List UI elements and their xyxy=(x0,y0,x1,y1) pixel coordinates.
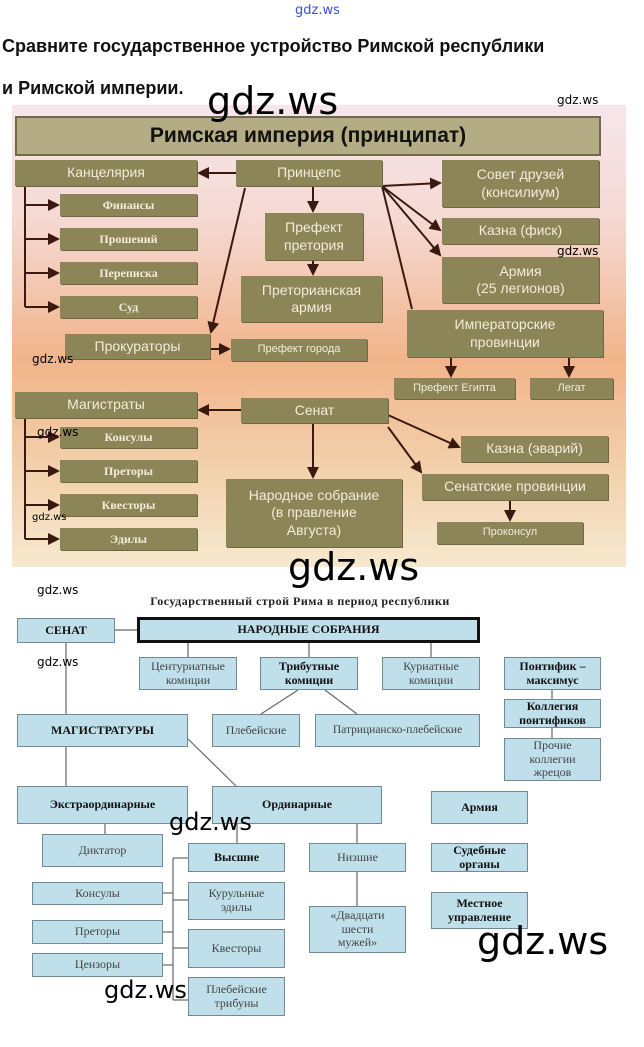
republic-title: Государственный строй Рима в период респ… xyxy=(150,594,450,608)
box-censors: Цензоры xyxy=(32,953,163,977)
watermark: gdz.ws xyxy=(32,512,67,523)
box-senate-provinces: Сенатские провинции xyxy=(422,474,608,500)
watermark: gdz.ws xyxy=(477,919,609,963)
watermark: gdz.ws xyxy=(104,976,187,1004)
box-senate: Сенат xyxy=(241,398,388,423)
box-higher: Высшие xyxy=(188,843,285,872)
watermark: gdz.ws xyxy=(37,583,79,597)
question-line-1: Сравните государственное устройство Римс… xyxy=(2,36,545,56)
box-council-of-friends: Совет друзей (консилиум) xyxy=(442,160,599,207)
box-magistracies: МАГИСТРАТУРЫ xyxy=(17,714,188,747)
box-quaestors: Квесторы xyxy=(60,494,197,516)
box-rep-quaestors: Квесторы xyxy=(188,929,285,968)
box-consuls: Консулы xyxy=(60,427,197,448)
box-college: Коллегия понтификов xyxy=(504,699,601,728)
watermark: gdz.ws xyxy=(37,425,79,439)
box-courts: Судебные органы xyxy=(431,843,528,872)
box-petitions: Прошений xyxy=(60,228,197,250)
box-court: Суд xyxy=(60,296,197,318)
box-finances: Финансы xyxy=(60,194,197,216)
watermark: gdz.ws xyxy=(169,808,252,836)
box-procurators: Прокураторы xyxy=(65,334,210,359)
box-plebeian-tribunes: Плебейские трибуны xyxy=(188,977,285,1016)
box-assemblies: НАРОДНЫЕ СОБРАНИЯ xyxy=(137,617,480,643)
box-twenty-six-men: «Двадцати шести мужей» xyxy=(309,906,406,953)
watermark: gdz.ws xyxy=(288,545,420,589)
box-other-colleges: Прочие коллегии жрецов xyxy=(504,738,601,781)
empire-title: Римская империя (принципат) xyxy=(15,116,601,156)
box-praetorian-prefect: Префект претория xyxy=(265,213,363,260)
watermark: gdz.ws xyxy=(207,79,339,123)
box-curule-aediles: Курульные эдилы xyxy=(188,882,285,920)
box-dictator: Диктатор xyxy=(42,834,163,867)
box-fisk: Казна (фиск) xyxy=(442,218,599,244)
box-people-assembly: Народное собрание (в правление Августа) xyxy=(226,479,402,547)
box-praetors: Преторы xyxy=(60,460,197,482)
box-chancellery: Канцелярия xyxy=(15,160,197,186)
box-rep-army: Армия xyxy=(431,791,528,824)
watermark: gdz.ws xyxy=(37,655,79,669)
box-army: Армия (25 легионов) xyxy=(442,257,599,303)
box-pontifex: Понтифик – максимус xyxy=(504,657,601,690)
watermark-top[interactable]: gdz.ws xyxy=(295,3,340,18)
box-lower: Низшие xyxy=(309,843,406,872)
box-magistrates: Магистраты xyxy=(15,392,197,418)
box-rep-praetors: Преторы xyxy=(32,920,163,944)
box-princeps: Принцепс xyxy=(236,160,382,186)
box-centuriate: Центуриатные комиции xyxy=(139,657,237,690)
box-plebeian: Плебейские xyxy=(212,714,300,747)
question-line-2: и Римской империи. xyxy=(2,78,184,98)
box-praetorian-army: Преторианская армия xyxy=(241,276,382,322)
box-curiate: Куриатные комиции xyxy=(382,657,480,690)
box-rep-senate: СЕНАТ xyxy=(17,618,115,643)
box-extraordinary: Экстраординарные xyxy=(17,786,188,824)
watermark: gdz.ws xyxy=(557,93,599,107)
box-legate: Легат xyxy=(530,378,613,399)
watermark: gdz.ws xyxy=(32,352,74,366)
box-correspondence: Переписка xyxy=(60,262,197,284)
box-patrician-plebeian: Патрицианско-плебейские xyxy=(315,714,480,747)
watermark: gdz.ws xyxy=(557,244,599,258)
box-ordinary: Ординарные xyxy=(212,786,382,824)
box-tribute: Трибутные комиции xyxy=(260,657,358,690)
box-egypt-prefect: Префект Египта xyxy=(394,378,515,399)
box-city-prefect: Префект города xyxy=(231,339,367,361)
box-aerarium: Казна (эварий) xyxy=(461,436,608,462)
box-aediles: Эдилы xyxy=(60,528,197,550)
box-imperial-provinces: Императорские провинции xyxy=(407,310,603,357)
box-rep-consuls: Консулы xyxy=(32,882,163,905)
box-local-government: Местное управление xyxy=(431,892,528,929)
box-proconsul: Проконсул xyxy=(437,522,583,544)
